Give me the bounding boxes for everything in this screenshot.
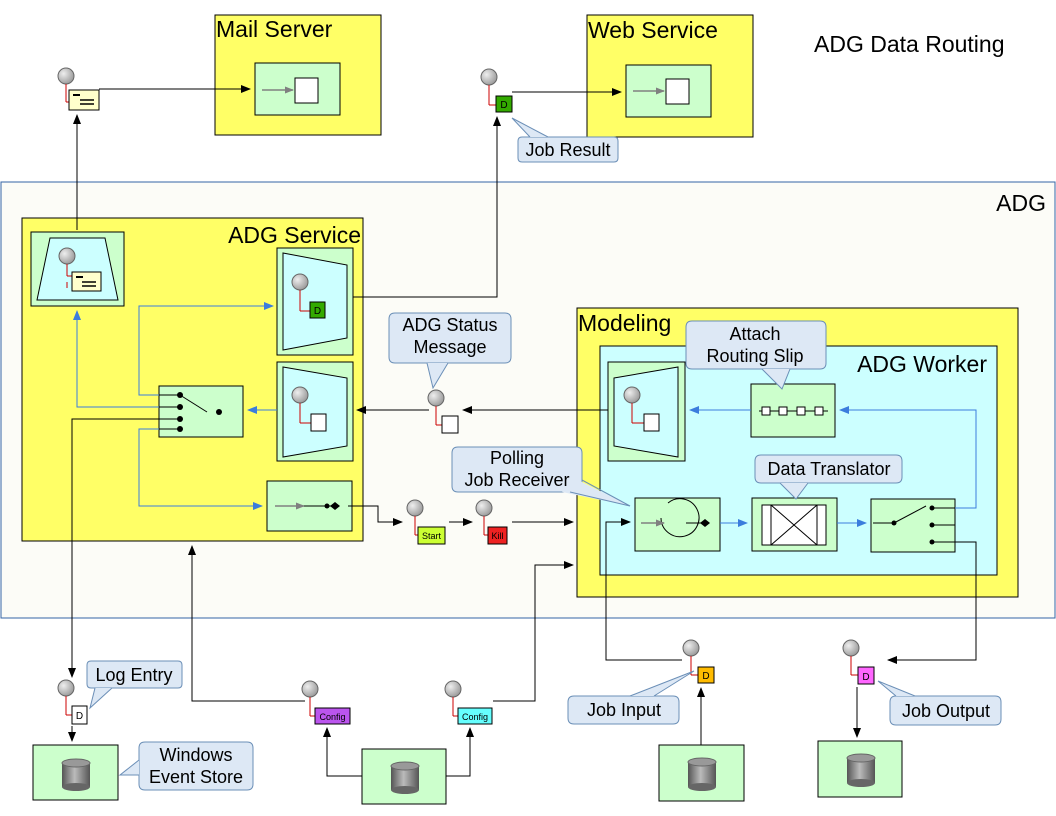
windows-event-store — [32, 744, 119, 801]
callout-windows-event-store: Windows Event Store — [118, 741, 254, 791]
routing-slip — [750, 383, 836, 438]
job-input-message: D — [682, 639, 715, 684]
worker-router — [870, 498, 956, 553]
svg-text:Event Store: Event Store — [149, 767, 243, 787]
callout-log-entry: Log Entry — [86, 660, 183, 710]
database-icon — [687, 757, 717, 791]
svg-text:Job Result: Job Result — [525, 140, 610, 160]
diagram-title: ADG Data Routing — [814, 31, 1004, 57]
start-message: Start — [406, 499, 446, 545]
config-message-cyan: Config — [444, 680, 493, 725]
svg-text:Data Translator: Data Translator — [767, 459, 890, 479]
status-adapter — [276, 361, 354, 462]
svg-text:Config: Config — [462, 712, 488, 722]
adg-worker-label: ADG Worker — [857, 351, 987, 377]
d-message-tag — [309, 301, 326, 319]
svg-text:Job Receiver: Job Receiver — [464, 470, 569, 490]
callout-polling-job-receiver: Polling Job Receiver — [451, 446, 631, 507]
svg-text:Kill: Kill — [491, 531, 503, 541]
web-result-adapter: D — [276, 247, 354, 356]
svg-text:Message: Message — [413, 337, 486, 357]
control-sender — [266, 480, 353, 532]
job-output-store — [817, 740, 903, 798]
mail-server-box: Mail Server — [214, 14, 382, 136]
svg-text:Polling: Polling — [490, 448, 544, 468]
svg-text:Job Output: Job Output — [902, 701, 990, 721]
callout-job-result: Job Result — [511, 117, 619, 163]
svg-text:D: D — [500, 100, 507, 111]
job-result-message: D — [480, 68, 513, 113]
config-store — [361, 748, 447, 805]
svg-text:Windows: Windows — [159, 745, 232, 765]
svg-text:Start: Start — [422, 531, 442, 541]
svg-text:Log Entry: Log Entry — [95, 665, 172, 685]
svg-text:ADG Status: ADG Status — [402, 315, 497, 335]
config-message-purple: Config — [301, 680, 351, 725]
callout-job-input: Job Input — [567, 670, 695, 725]
mail-adapter — [30, 231, 125, 307]
svg-text:Routing Slip: Routing Slip — [706, 346, 803, 366]
job-output-message: D — [842, 639, 875, 685]
log-entry-message: D — [57, 679, 88, 725]
svg-text:D: D — [314, 306, 321, 317]
database-icon — [390, 761, 420, 794]
svg-text:Config: Config — [319, 712, 345, 722]
web-service-box: Web Service — [586, 14, 754, 138]
callout-adg-status: ADG Status Message — [388, 312, 512, 390]
envelope-icon — [71, 271, 102, 292]
svg-text:D: D — [702, 671, 709, 682]
worker-outbound-adapter — [607, 361, 686, 462]
database-icon — [61, 758, 91, 791]
mail-message — [57, 67, 100, 111]
job-input-store — [658, 744, 745, 802]
svg-text:Job Input: Job Input — [587, 700, 661, 720]
mail-server-label: Mail Server — [216, 16, 333, 42]
modeling-label: Modeling — [578, 310, 671, 336]
svg-text:Attach: Attach — [729, 324, 780, 344]
status-message — [427, 389, 459, 434]
database-icon — [846, 753, 876, 787]
connectors-black — [68, 85, 977, 777]
callout-attach-routing-slip: Attach Routing Slip — [685, 320, 827, 390]
svg-text:D: D — [862, 672, 869, 683]
callout-job-output: Job Output — [877, 680, 1002, 726]
connectors-blue — [73, 302, 977, 527]
router — [158, 385, 244, 438]
svg-text:D: D — [76, 711, 83, 722]
adg-label: ADG — [996, 190, 1046, 216]
data-translator — [751, 497, 838, 552]
web-service-label: Web Service — [588, 17, 718, 43]
callout-data-translator: Data Translator — [754, 454, 903, 500]
polling-consumer — [634, 497, 721, 552]
adg-service-label: ADG Service — [228, 222, 361, 248]
kill-message: Kill — [475, 499, 508, 545]
